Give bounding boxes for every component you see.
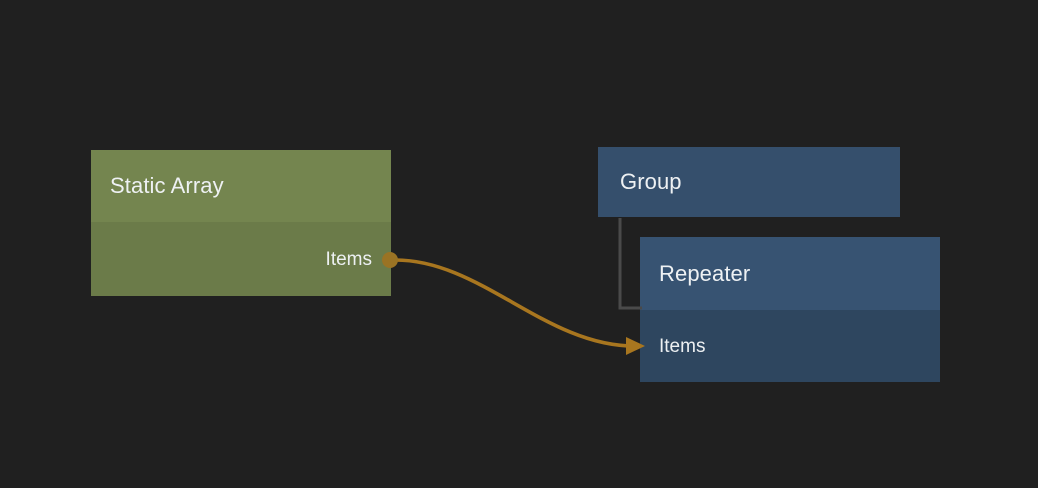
connector-items-to-items[interactable] xyxy=(392,258,636,348)
node-static-array-header[interactable]: Static Array xyxy=(91,150,391,222)
node-repeater-header[interactable]: Repeater xyxy=(640,237,940,310)
node-group-title: Group xyxy=(620,169,682,194)
node-static-array[interactable]: Static Array Items xyxy=(91,150,391,296)
node-repeater-body: Items xyxy=(640,310,940,382)
node-group-header[interactable]: Group xyxy=(598,147,900,217)
node-static-array-body: Items xyxy=(91,222,391,296)
node-group[interactable]: Group xyxy=(598,147,900,217)
port-label-repeater-items[interactable]: Items xyxy=(659,335,706,357)
port-label-static-array-items[interactable]: Items xyxy=(325,248,372,270)
node-repeater[interactable]: Repeater Items xyxy=(640,237,940,382)
node-repeater-title: Repeater xyxy=(659,260,751,286)
connector-group-to-repeater xyxy=(618,218,642,310)
node-static-array-title: Static Array xyxy=(110,173,224,198)
